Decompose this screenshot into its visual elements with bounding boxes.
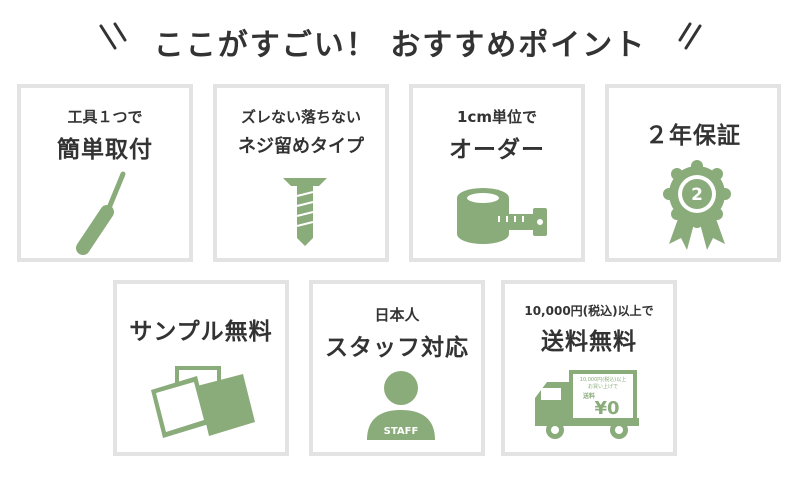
card-line2: 送料無料 [541, 329, 637, 355]
card-line1: ２年保証 [645, 123, 741, 149]
feature-card-warranty: ２年保証 2 [605, 84, 781, 262]
card-line1: 10,000円(税込)以上で [524, 304, 654, 318]
card-line2: 簡単取付 [57, 137, 153, 163]
card-line2: オーダー [449, 137, 545, 163]
card-line1: 工具１つで [67, 108, 143, 126]
screw-icon [283, 178, 327, 246]
feature-card-free-shipping: 10,000円(税込)以上で 送料無料 10,000円(税込)以上 お買い上げで… [501, 280, 677, 456]
card-line1: 日本人 [374, 306, 420, 324]
right-slash-decoration [678, 22, 702, 50]
feature-card-free-sample: サンプル無料 [113, 280, 289, 456]
feature-card-japanese-staff: 日本人 スタッフ対応 STAFF [309, 280, 485, 456]
staff-person-icon: STAFF [367, 371, 435, 440]
section-heading: ここがすごい！ おすすめポイント [0, 14, 800, 64]
truck-text-1: 10,000円(税込)以上 [580, 376, 626, 383]
truck-text-2: お買い上げで [588, 383, 618, 390]
tape-measure-icon [457, 188, 547, 244]
delivery-truck-icon: 10,000円(税込)以上 お買い上げで 送料 ¥0 [535, 370, 639, 439]
staff-badge-text: STAFF [384, 426, 419, 437]
feature-card-custom-order: 1cm単位で オーダー [409, 84, 585, 262]
award-ribbon-icon: 2 [663, 160, 731, 250]
truck-text-3: 送料 [582, 392, 595, 400]
card-line2: ネジ留めタイプ [238, 136, 364, 157]
truck-text-4: ¥0 [594, 398, 619, 419]
card-line1: 1cm単位で [457, 108, 537, 126]
page-title: ここがすごい！ おすすめポイント [153, 28, 647, 63]
fabric-samples-icon [151, 366, 255, 438]
feature-card-screw-mount: ズレない落ちない ネジ留めタイプ [213, 84, 389, 262]
screwdriver-icon [76, 171, 126, 255]
card-line1: ズレない落ちない [240, 108, 361, 126]
card-line2: スタッフ対応 [325, 335, 469, 361]
warranty-badge-number: 2 [691, 185, 703, 205]
left-slash-decoration [99, 22, 127, 50]
card-line1: サンプル無料 [129, 319, 273, 345]
feature-card-easy-install: 工具１つで 簡単取付 [17, 84, 193, 262]
